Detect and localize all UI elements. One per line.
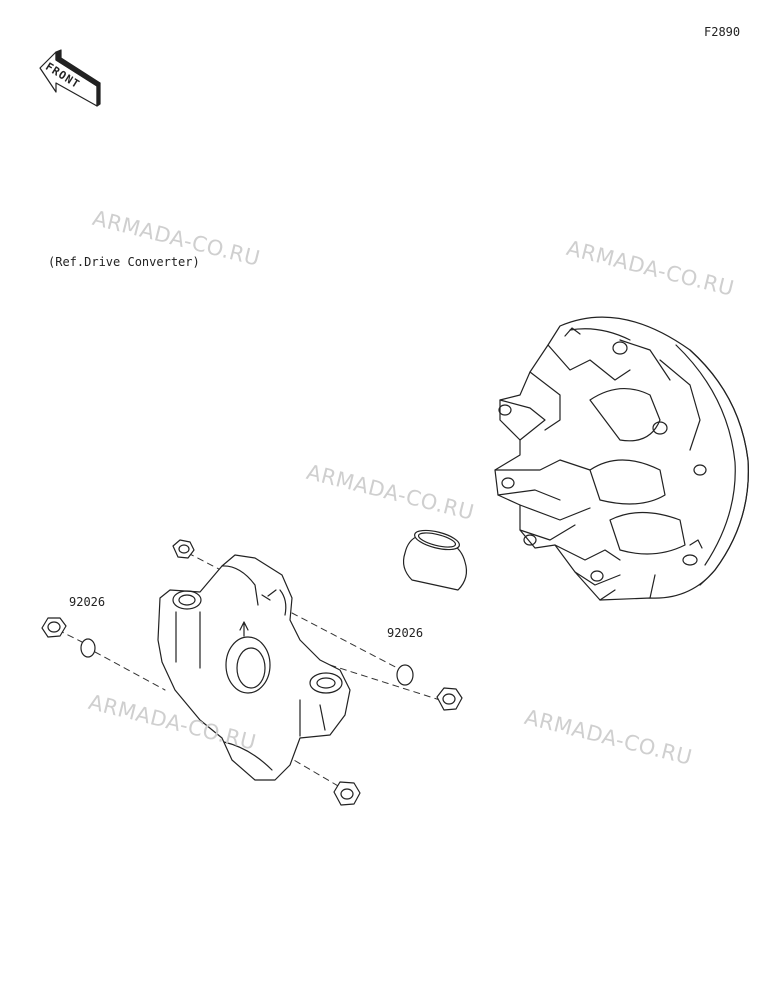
oring-right <box>396 664 414 686</box>
part-number-oring-right: 92026 <box>387 626 424 640</box>
nut-right <box>436 687 463 711</box>
nut-left <box>41 617 67 638</box>
bushing <box>402 529 468 591</box>
bracket-housing <box>157 554 351 781</box>
part-number-oring-left: 92026 <box>69 595 106 609</box>
drive-converter <box>494 316 749 601</box>
reference-note: (Ref.Drive Converter) <box>48 255 200 269</box>
oring-left <box>80 638 96 658</box>
nut-top <box>172 539 195 559</box>
nut-bottom <box>333 781 361 806</box>
front-arrow-icon <box>39 49 101 107</box>
figure-code: F2890 <box>704 25 741 39</box>
